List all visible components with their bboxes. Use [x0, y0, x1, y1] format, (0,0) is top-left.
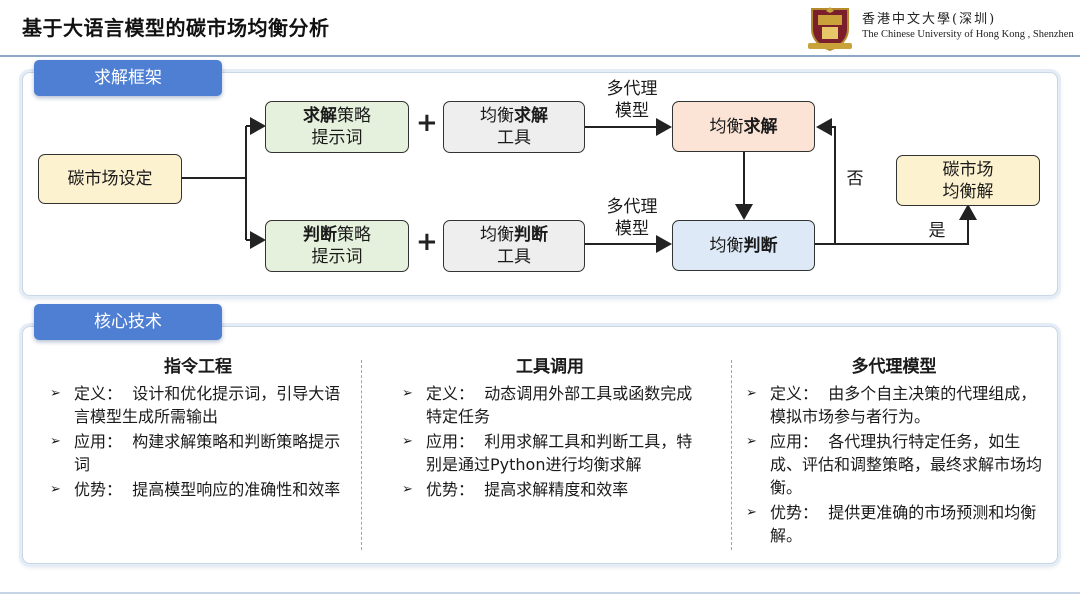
arrow-bullet-icon: ➢ [402, 386, 413, 401]
list-item: ➢优势： 提高求解精度和效率 [402, 480, 629, 499]
list-item: ➢定义： 设计和优化提示词，引导大语言模型生成所需输出 [50, 384, 341, 426]
column-title: 多代理模型 [851, 357, 937, 377]
node-judge-tool: 均衡判断 工具 [443, 220, 585, 272]
arrow-bullet-icon: ➢ [50, 434, 61, 449]
arrow-bullet-icon: ➢ [746, 386, 757, 401]
plus-sign-bottom: + [416, 227, 438, 257]
column-title: 工具调用 [516, 357, 584, 377]
node-carbon-market-setting: 碳市场设定 [38, 154, 182, 204]
university-name-zh: 香港中文大學(深圳) [862, 12, 997, 27]
list-item: ➢定义： 动态调用外部工具或函数完成特定任务 [402, 384, 693, 426]
node-solve-strategy-prompt: 求解策略 提示词 [265, 101, 409, 153]
label-multi-agent-bottom: 多代理 模型 [606, 197, 658, 239]
label-yes: 是 [928, 221, 946, 241]
core-tech-panel [22, 326, 1058, 564]
column-divider-2 [731, 360, 732, 550]
header-divider [0, 55, 1080, 57]
framework-label: 求解框架 [34, 60, 222, 96]
node-solve-tool: 均衡求解 工具 [443, 101, 585, 153]
column-prompt-engineering: 指令工程 ➢定义： 设计和优化提示词，引导大语言模型生成所需输出 ➢应用： 构建… [48, 352, 348, 503]
column-tool-calling: 工具调用 ➢定义： 动态调用外部工具或函数完成特定任务 ➢应用： 利用求解工具和… [400, 352, 700, 503]
arrow-bullet-icon: ➢ [402, 482, 413, 497]
list-item: ➢应用： 利用求解工具和判断工具，特别是通过Python进行均衡求解 [402, 432, 693, 474]
arrow-bullet-icon: ➢ [50, 386, 61, 401]
node-equilibrium-solve: 均衡求解 [672, 101, 815, 152]
node-carbon-market-equilibrium: 碳市场 均衡解 [896, 155, 1040, 206]
column-multi-agent: 多代理模型 ➢定义： 由多个自主决策的代理组成，模拟市场参与者行为。 ➢应用： … [744, 352, 1044, 549]
column-divider-1 [361, 360, 362, 550]
list-item: ➢应用： 各代理执行特定任务，如生成、评估和调整策略，最终求解市场均衡。 [746, 432, 1043, 497]
footer-divider [0, 592, 1080, 594]
list-item: ➢应用： 构建求解策略和判断策略提示词 [50, 432, 341, 474]
label-multi-agent-top: 多代理 模型 [606, 79, 658, 121]
list-item: ➢优势： 提供更准确的市场预测和均衡解。 [746, 503, 1037, 545]
page-title: 基于大语言模型的碳市场均衡分析 [22, 16, 330, 40]
arrow-bullet-icon: ➢ [402, 434, 413, 449]
arrow-bullet-icon: ➢ [746, 434, 757, 449]
core-tech-label: 核心技术 [34, 304, 222, 340]
arrow-bullet-icon: ➢ [50, 482, 61, 497]
list-item: ➢定义： 由多个自主决策的代理组成，模拟市场参与者行为。 [746, 384, 1037, 426]
node-judge-strategy-prompt: 判断策略 提示词 [265, 220, 409, 272]
label-no: 否 [846, 169, 864, 189]
plus-sign-top: + [416, 108, 438, 138]
list-item: ➢优势： 提高模型响应的准确性和效率 [50, 480, 341, 499]
column-title: 指令工程 [164, 357, 232, 377]
university-name-en: The Chinese University of Hong Kong , Sh… [862, 29, 1074, 40]
arrow-bullet-icon: ➢ [746, 505, 757, 520]
node-equilibrium-judge: 均衡判断 [672, 220, 815, 271]
university-crest-icon [808, 7, 852, 51]
header: 基于大语言模型的碳市场均衡分析 香港中文大學(深圳) The Chinese U… [0, 0, 1080, 58]
